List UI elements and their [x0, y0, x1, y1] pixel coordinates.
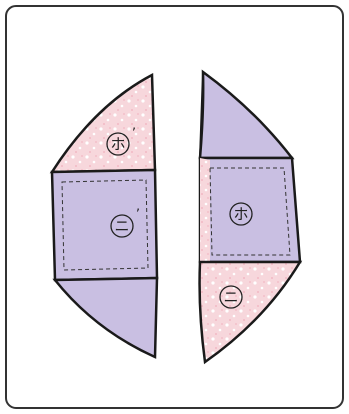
svg-text:ホ: ホ	[233, 205, 248, 223]
svg-text:ホ: ホ	[110, 135, 125, 153]
svg-text:’: ’	[136, 208, 140, 223]
svg-text:’: ’	[132, 127, 136, 142]
right-middle-floral-strip	[200, 158, 210, 262]
svg-text:ニ: ニ	[223, 288, 238, 306]
svg-text:ニ: ニ	[114, 217, 129, 235]
left-middle-segment	[52, 170, 157, 280]
right-middle-segment	[200, 158, 300, 262]
